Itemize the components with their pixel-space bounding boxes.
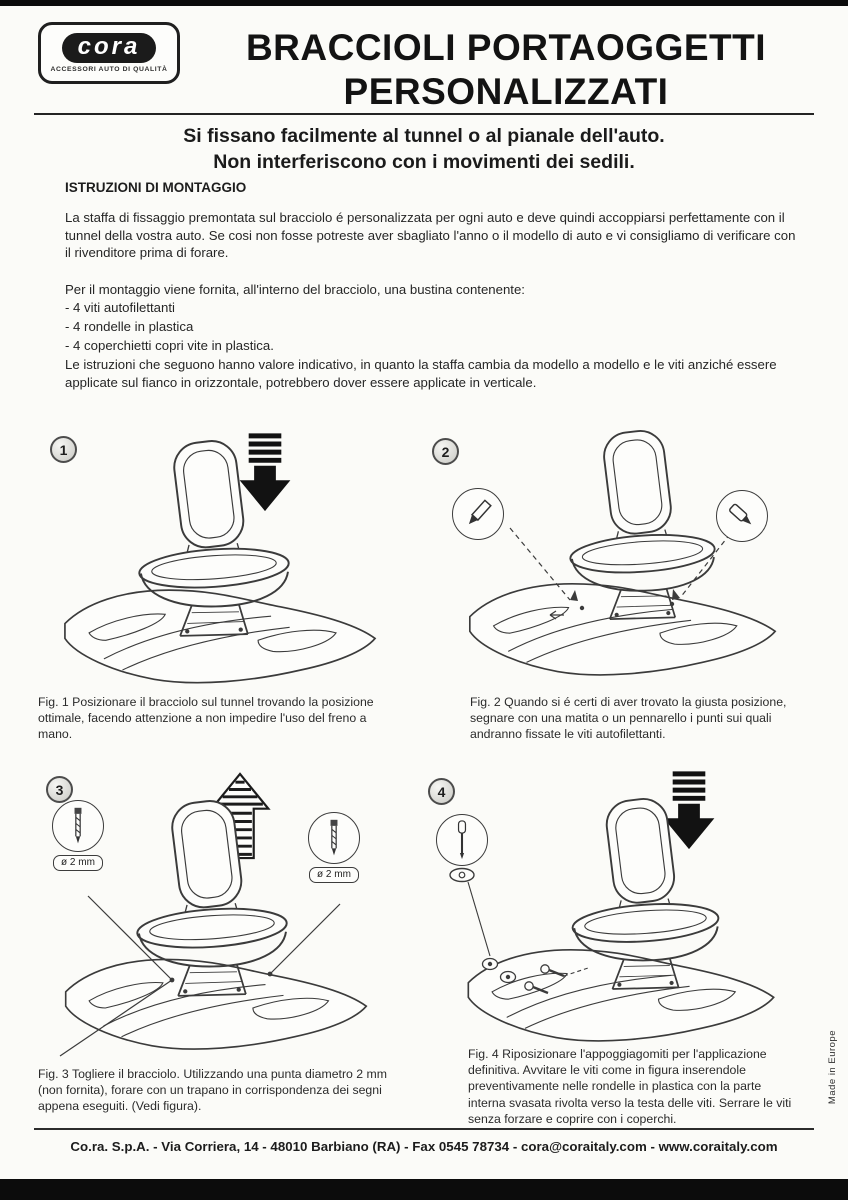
drill-bit-tool-callout-left: ø 2 mm [52,800,104,871]
car-tunnel-drawing [468,582,777,676]
screwdriver-circle [436,814,488,866]
page-title-line1: BRACCIOLI PORTAOGGETTI [245,27,767,68]
drill-diameter-label: ø 2 mm [309,867,359,883]
intro-paragraph-1: La staffa di fissaggio premontata sul br… [65,210,796,261]
kit-item: - 4 viti autofilettanti [65,300,175,315]
figure-2: 2 [432,428,820,758]
car-tunnel-drawing [64,589,376,684]
made-in-europe-label: Made in Europe [827,1030,838,1105]
section-title-montaggio: ISTRUZIONI DI MONTAGGIO [65,180,247,195]
car-tunnel-drawing [467,948,775,1042]
figure-4-illustration [467,768,775,1042]
figure-3-illustration [59,772,368,1057]
footer-divider [34,1128,814,1130]
cora-logo-tagline: ACCESSORI AUTO DI QUALITÀ [50,66,168,74]
drill-bit-icon [330,819,338,856]
figure-3-caption: Fig. 3 Togliere il bracciolo. Utilizzand… [38,1067,388,1114]
drill-bit-circle [308,812,360,864]
figure-1-number-badge: 1 [50,436,77,463]
marker-tool-callout [716,490,768,542]
intro-paragraph-2: Per il montaggio viene fornita, all'inte… [65,282,525,297]
drill-bit-icon [74,807,82,844]
figure-4-number-badge: 4 [428,778,455,805]
figure-2-illustration [468,428,777,676]
screwdriver-icon [457,820,467,860]
subtitle: Si fissano facilmente al tunnel o al pia… [50,123,798,176]
scan-top-edge [0,0,848,6]
pencil-tool-callout [452,488,504,540]
pencil-icon [468,499,492,525]
figure-1: 1 Fig. 1 Posizionare il bracciolo sul tu… [36,428,424,758]
subtitle-line1: Si fissano facilmente al tunnel o al pia… [183,125,665,147]
marker-pen-icon [729,503,752,525]
page-title: BRACCIOLI PORTAOGGETTI PERSONALIZZATI [192,26,820,113]
cora-logo: cora ACCESSORI AUTO DI QUALITÀ [38,22,180,84]
kit-item: - 4 rondelle in plastica [65,318,194,334]
company-contact-line: Co.ra. S.p.A. - Via Corriera, 14 - 48010… [70,1139,778,1154]
header-divider [34,113,814,115]
drill-bit-circle [52,800,104,852]
marker-circle [716,490,768,542]
kit-item: - 4 coperchietti copri vite in plastica. [65,337,274,353]
screwdriver-tool-callout [436,814,488,884]
washer-icon [449,867,475,883]
subtitle-line2: Non interferiscono con i movimenti dei s… [213,151,635,174]
drill-diameter-label: ø 2 mm [53,855,103,871]
cora-logo-wordmark: cora [61,32,157,64]
figure-2-number-badge: 2 [432,438,459,465]
figure-1-illustration [64,428,376,684]
page-title-line2: PERSONALIZZATI [343,70,669,112]
scan-bottom-edge [0,1179,848,1200]
car-tunnel-drawing [64,958,368,1050]
down-arrow-icon [240,436,291,511]
screws-and-washers-drawing [481,957,565,995]
intro-paragraph-3: Le istruzioni che seguono hanno valore i… [65,357,777,390]
kit-contents-list: - 4 viti autofilettanti - 4 rondelle in … [65,300,804,357]
figure-1-caption: Fig. 1 Posizionare il bracciolo sul tunn… [38,695,374,742]
pencil-circle [452,488,504,540]
figure-2-caption: Fig. 2 Quando si é certi di aver trovato… [470,695,787,742]
figure-4: 4 [428,768,824,1133]
figure-3: 3 [30,768,424,1128]
figure-4-caption: Fig. 4 Riposizionare l'appoggiagomiti pe… [468,1047,792,1126]
figure-3-number-badge: 3 [46,776,73,803]
down-arrow-icon [664,774,715,849]
drill-bit-tool-callout-right: ø 2 mm [308,812,360,883]
